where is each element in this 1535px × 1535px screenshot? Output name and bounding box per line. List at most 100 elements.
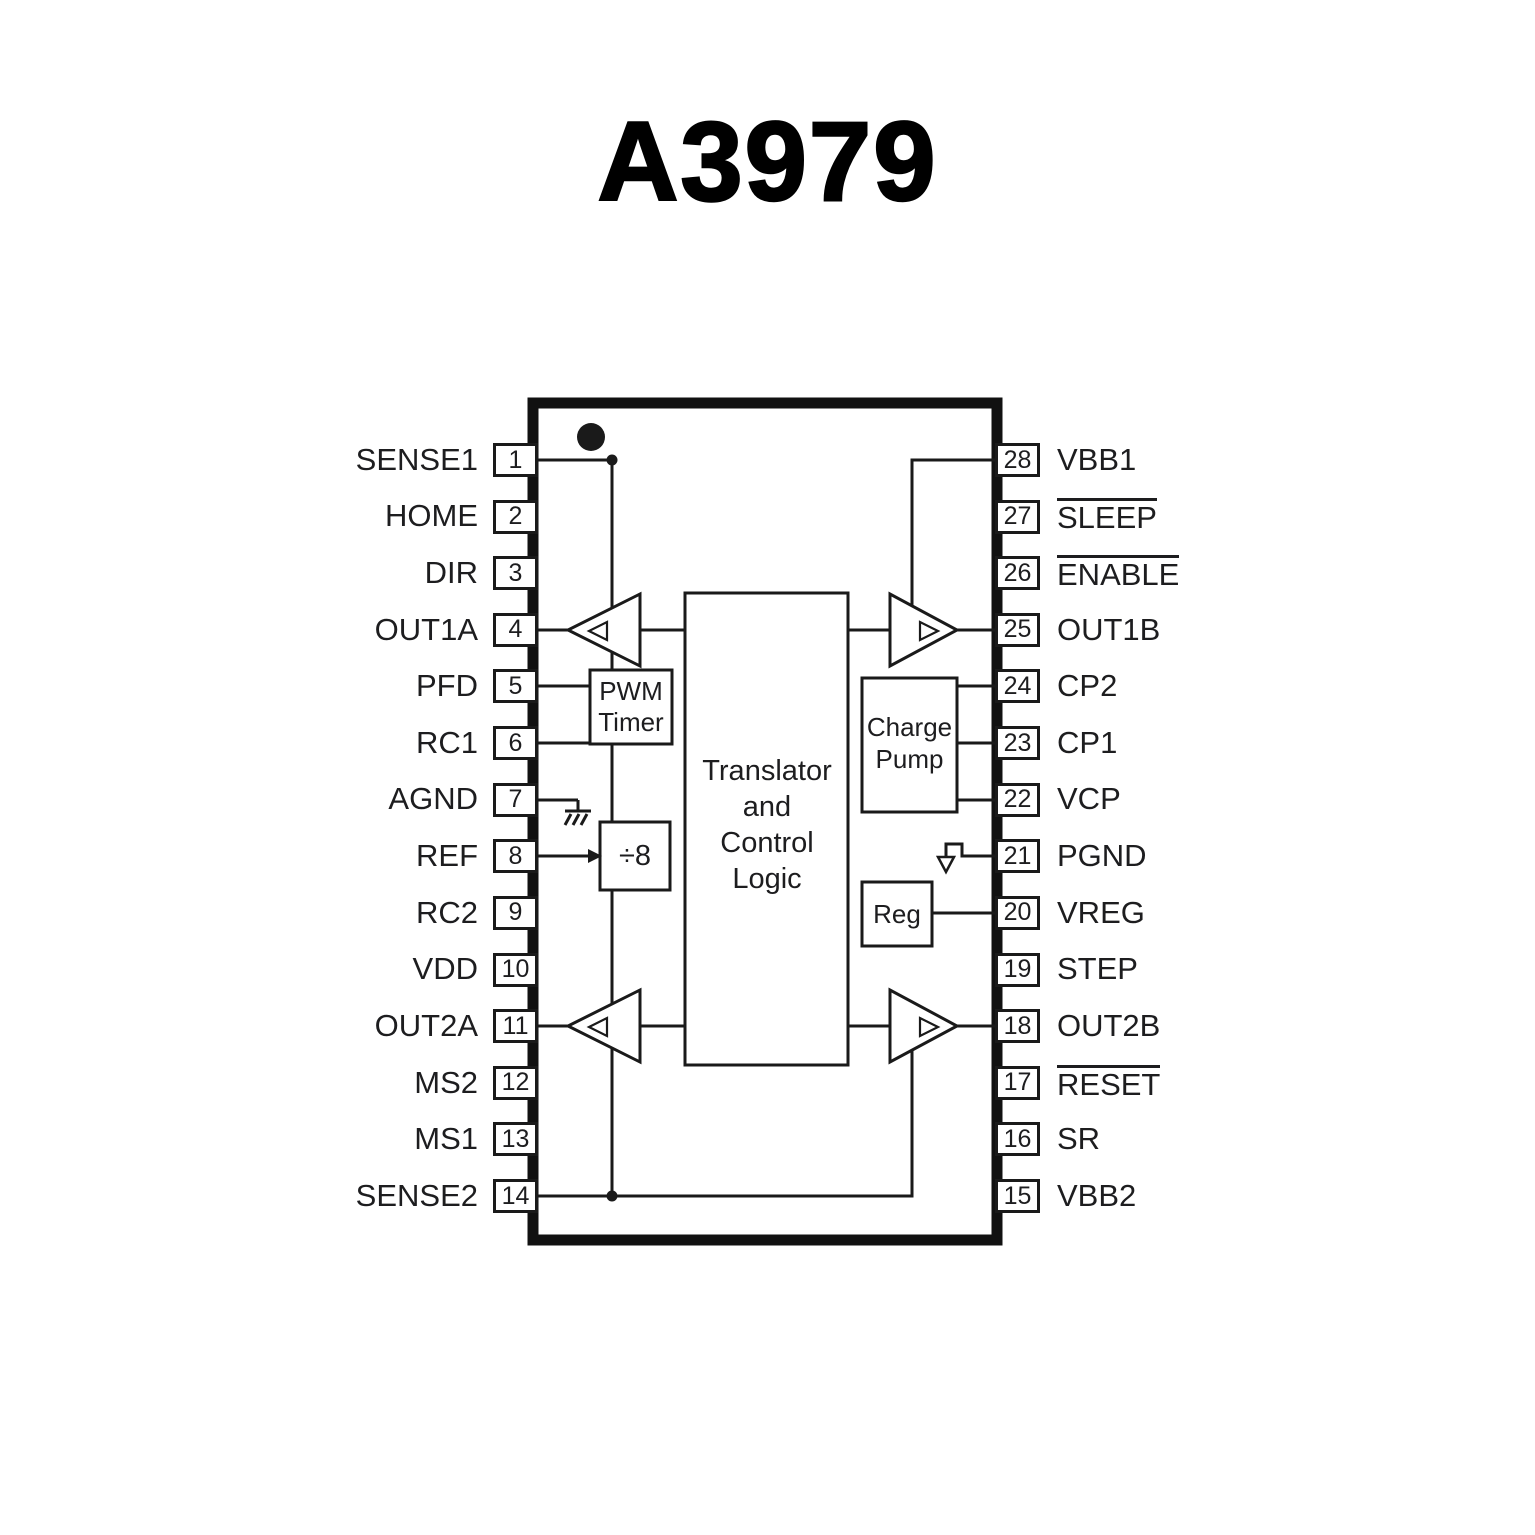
pin-label: DIR [424, 554, 478, 590]
pin-number-box: 20 [995, 895, 1040, 930]
ref-arrowhead [588, 849, 602, 863]
pin-label: VCP [1057, 781, 1121, 817]
pgnd-ground-arrow [935, 855, 957, 875]
pin-number: 19 [1003, 955, 1032, 984]
pin-row-vbb2: 15 VBB2 [995, 1179, 1425, 1214]
pin-row-vbb1: 28 VBB1 [995, 443, 1425, 477]
pin-number: 10 [501, 955, 530, 984]
regulator-box [860, 880, 934, 948]
pin-number-box: 15 [995, 1179, 1040, 1214]
pin-label: RC2 [415, 894, 478, 930]
pin-label: STEP [1057, 951, 1138, 987]
pin-number: 27 [1003, 502, 1032, 531]
charge-pump-label-line2: Pump [875, 744, 944, 774]
pin-row-vcp: 22 VCP [995, 781, 1425, 817]
pin-row-out1a: OUT1A 4 [230, 612, 538, 647]
wire-vbb1 [910, 458, 995, 606]
pin-row-vdd: VDD 10 [230, 951, 538, 987]
pin-row-out1b: 25 OUT1B [995, 611, 1425, 647]
translator-label-line3: Control [720, 827, 814, 859]
chip-title: A3979 [596, 99, 938, 224]
pin-number-box: 28 [995, 443, 1040, 477]
pin-label: VBB1 [1057, 441, 1137, 477]
regulator-label: Reg [862, 882, 932, 946]
pin-row-reset: 17 RESET [995, 1064, 1425, 1102]
junction-dot-sense2 [606, 1190, 618, 1202]
pin-label: RC1 [415, 724, 478, 760]
translator-label: Translator and Control Logic [687, 753, 847, 897]
pin-row-rc2: RC2 9 [230, 894, 538, 930]
pwm-timer-box [588, 668, 674, 746]
pin-number-box: 2 [493, 499, 538, 534]
pin-row-pgnd: 21 PGND [995, 838, 1425, 874]
translator-label-line1: Translator [702, 755, 832, 787]
pin-number-box: 11 [493, 1009, 538, 1044]
pin-label: CP1 [1057, 724, 1118, 760]
pin-row-dir: DIR 3 [230, 554, 538, 591]
amp-glyph-top-left [586, 620, 609, 642]
pin-number-box: 1 [493, 443, 538, 477]
pin-number-box: 6 [493, 726, 538, 761]
pin-number-box: 26 [995, 556, 1040, 591]
pin-row-pfd: PFD 5 [230, 669, 538, 704]
pin-row-step: 19 STEP [995, 951, 1425, 987]
pin-number: 26 [1003, 558, 1032, 587]
pin-label-active-low: ENABLE [1057, 554, 1180, 592]
pin-number-box: 7 [493, 782, 538, 817]
pin-number-box: 18 [995, 1009, 1040, 1044]
junction-dot-sense1 [606, 454, 618, 466]
wire-pgnd [944, 842, 995, 858]
pin-label: PGND [1057, 838, 1147, 874]
pin-label: SENSE2 [355, 1177, 478, 1213]
pin-number: 17 [1003, 1068, 1032, 1097]
pin-label-active-low: SLEEP [1057, 498, 1157, 536]
pin-label: OUT2A [374, 1007, 478, 1043]
pin-number: 2 [508, 502, 523, 531]
pin-label: OUT1B [1057, 611, 1161, 647]
pin-row-vreg: 20 VREG [995, 895, 1425, 930]
amp-triangle-top-left [564, 591, 642, 669]
pin-number: 6 [508, 728, 523, 757]
pin-label: REF [416, 838, 478, 874]
wire-sense2 [537, 1049, 914, 1198]
pin-number: 7 [508, 785, 523, 814]
pin-number: 9 [508, 898, 523, 927]
pin-number: 18 [1003, 1011, 1032, 1040]
pin-number: 16 [1003, 1124, 1032, 1153]
pwm-timer-label-line2: Timer [598, 707, 664, 737]
pin-number-box: 10 [493, 952, 538, 987]
pin-number: 4 [508, 615, 523, 644]
divide-by-8-text: ÷8 [618, 839, 652, 872]
pwm-timer-label: PWM Timer [590, 676, 672, 738]
pin-row-sense1: SENSE1 1 [230, 443, 538, 477]
pin-label: VDD [412, 951, 478, 987]
pin-number-box: 16 [995, 1122, 1040, 1157]
pin-row-home: HOME 2 [230, 498, 538, 534]
pin-number-box: 13 [493, 1122, 538, 1157]
pin-label: CP2 [1057, 668, 1118, 704]
pin-row-sleep: 27 SLEEP [995, 498, 1425, 536]
translator-label-line2: and [742, 791, 792, 823]
wire-agnd-ground-symbol [537, 798, 591, 826]
pin-label-active-low: RESET [1057, 1064, 1161, 1102]
pin-row-sr: 16 SR [995, 1122, 1425, 1157]
pin-number: 24 [1003, 671, 1032, 700]
pin-label: MS1 [414, 1121, 478, 1157]
translator-control-logic-box [683, 591, 850, 1067]
pin-number: 12 [501, 1068, 530, 1097]
amp-triangle-top-right [888, 591, 961, 669]
pin-number-box: 4 [493, 612, 538, 647]
pin-row-cp2: 24 CP2 [995, 668, 1425, 704]
pin-label: OUT2B [1057, 1007, 1161, 1043]
pin-number: 21 [1003, 841, 1032, 870]
pin-number-box: 8 [493, 839, 538, 874]
pin-number-box: 23 [995, 726, 1040, 761]
pin-number: 20 [1003, 898, 1032, 927]
pin-label: HOME [385, 498, 478, 534]
pin-number-box: 25 [995, 612, 1040, 647]
pin-number: 28 [1003, 445, 1032, 474]
pin-number: 25 [1003, 615, 1032, 644]
pin-number: 8 [508, 841, 523, 870]
pin-number-box: 22 [995, 782, 1040, 817]
